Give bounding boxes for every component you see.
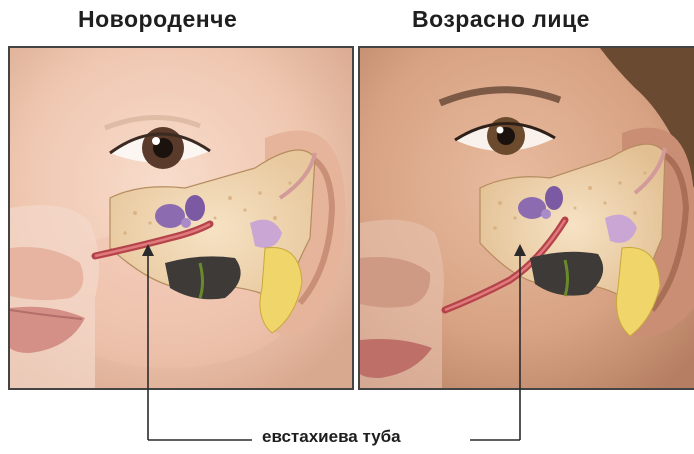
left-arrow-head bbox=[142, 244, 154, 256]
eustachian-tube-label: евстахиева туба bbox=[262, 427, 401, 447]
right-arrow-head bbox=[514, 244, 526, 256]
